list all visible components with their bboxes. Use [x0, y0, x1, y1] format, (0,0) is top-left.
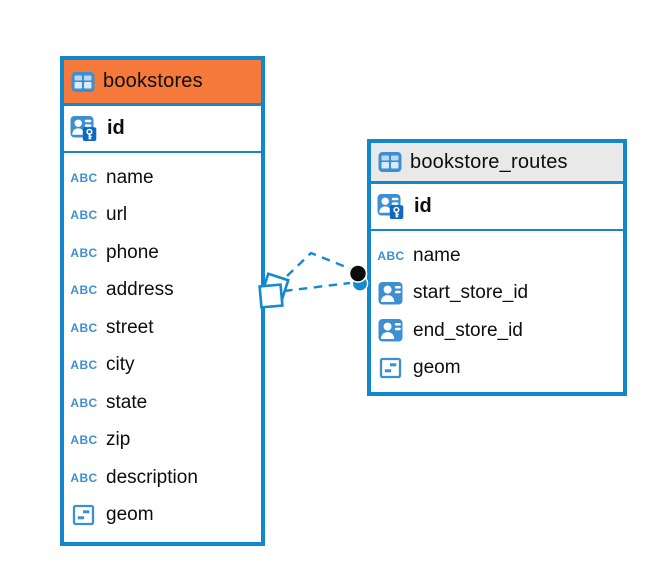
column-name: id [414, 195, 432, 217]
column-row-url[interactable]: ABC url [64, 197, 261, 235]
column-name: city [106, 354, 135, 376]
text-abc-icon: ABC [377, 248, 405, 263]
text-abc-icon: ABC [70, 283, 98, 298]
column-row-phone[interactable]: ABC phone [64, 234, 261, 272]
column-name: description [106, 466, 198, 488]
column-row-description[interactable]: ABC description [64, 459, 261, 497]
table-bookstores[interactable]: bookstores id ABC name ABC url ABC phone… [60, 56, 265, 546]
column-name: id [107, 117, 125, 139]
column-row-id[interactable]: id [64, 106, 261, 153]
column-row-geom[interactable]: geom [64, 497, 261, 535]
column-row-street[interactable]: ABC street [64, 309, 261, 347]
user-ref-icon [378, 280, 404, 306]
text-abc-icon: ABC [70, 358, 98, 373]
column-row-address[interactable]: ABC address [64, 272, 261, 310]
column-name: address [106, 279, 174, 301]
column-name: start_store_id [413, 282, 529, 304]
user-key-icon [377, 193, 405, 220]
table-header-bookstores[interactable]: bookstores [64, 60, 261, 106]
table-bookstore-routes[interactable]: bookstore_routes id ABC name start_store… [367, 139, 627, 396]
table-header-bookstore-routes[interactable]: bookstore_routes [371, 143, 623, 184]
text-abc-icon: ABC [70, 170, 98, 185]
column-row-name[interactable]: ABC name [371, 237, 623, 275]
column-row-city[interactable]: ABC city [64, 347, 261, 385]
geometry-icon [71, 502, 97, 528]
circle-marker[interactable] [348, 264, 369, 292]
column-name: zip [106, 429, 131, 451]
column-row-state[interactable]: ABC state [64, 384, 261, 422]
relationship-line-upper [286, 251, 352, 277]
table-grid-icon [378, 151, 402, 173]
text-abc-icon: ABC [70, 245, 98, 260]
column-name: state [106, 391, 148, 413]
column-name: url [106, 204, 128, 226]
column-name: geom [413, 357, 461, 379]
table-title: bookstore_routes [410, 150, 568, 173]
column-row-end_store_id[interactable]: end_store_id [371, 312, 623, 350]
relationship-lines[interactable] [283, 251, 352, 293]
column-name: name [413, 244, 461, 266]
column-row-zip[interactable]: ABC zip [64, 422, 261, 460]
column-row-geom[interactable]: geom [371, 350, 623, 388]
user-key-icon [70, 115, 98, 142]
column-name: name [106, 166, 154, 188]
text-abc-icon: ABC [70, 433, 98, 448]
column-name: phone [106, 241, 159, 263]
column-list: ABC name start_store_id end_store_id geo… [371, 231, 623, 393]
text-abc-icon: ABC [70, 395, 98, 410]
column-name: geom [106, 504, 154, 526]
column-row-start_store_id[interactable]: start_store_id [371, 275, 623, 313]
table-title: bookstores [103, 70, 203, 92]
text-abc-icon: ABC [70, 320, 98, 335]
text-abc-icon: ABC [70, 208, 98, 223]
user-ref-icon [378, 318, 404, 344]
column-name: end_store_id [413, 319, 523, 341]
column-list: ABC name ABC url ABC phone ABC address A… [64, 153, 261, 540]
relationship-line-lower [283, 281, 351, 293]
geometry-icon [378, 355, 404, 381]
column-row-name[interactable]: ABC name [64, 159, 261, 197]
table-grid-icon [71, 71, 95, 93]
text-abc-icon: ABC [70, 470, 98, 485]
column-row-id[interactable]: id [371, 184, 623, 231]
column-name: street [106, 316, 154, 338]
